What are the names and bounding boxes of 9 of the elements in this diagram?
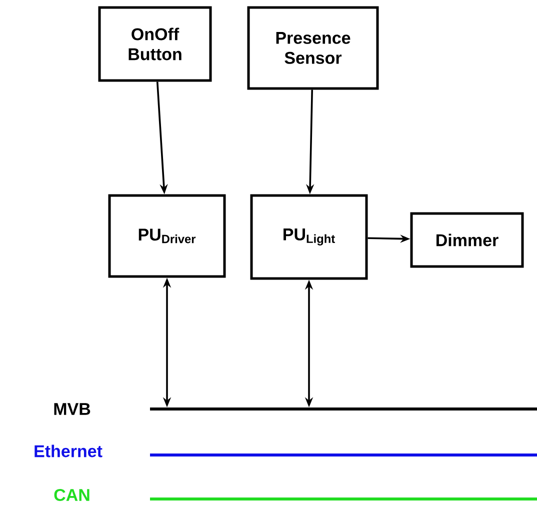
box: OnOff Button [98, 6, 212, 82]
box: PU$_{Driver}$ [108, 194, 226, 278]
bus-line [150, 498, 537, 500]
box: Presence Sensor [247, 6, 379, 90]
box: PU$_{Light}$ [250, 194, 368, 280]
bus-label: CAN [54, 488, 90, 502]
box: Dimmer [410, 212, 524, 268]
bus-label: MVB [54, 403, 90, 415]
bus-label: Ethernet [34, 444, 102, 458]
